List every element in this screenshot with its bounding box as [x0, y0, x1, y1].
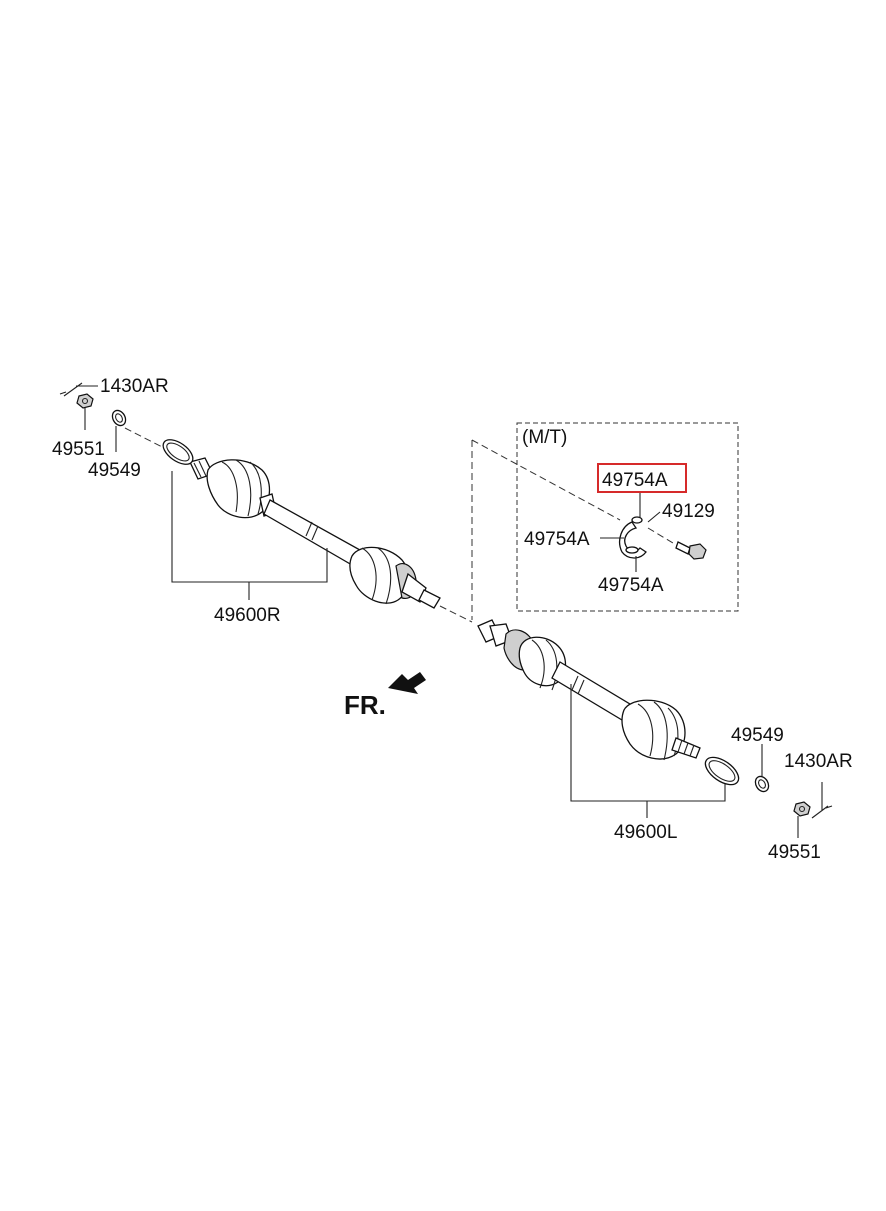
front-label: FR. [344, 690, 386, 720]
pin-1430AR-bottom[interactable] [811, 782, 833, 819]
drive-shaft-left[interactable] [477, 619, 743, 790]
label-49551-bottom: 49551 [768, 842, 821, 863]
label-1430AR-top: 1430AR [100, 376, 169, 397]
nut-49551-bottom[interactable] [793, 801, 811, 838]
label-49129: 49129 [662, 501, 715, 522]
label-49549-bottom: 49549 [731, 725, 784, 746]
label-49754A-left: 49754A [524, 529, 590, 550]
mt-bolt-49129[interactable] [647, 527, 707, 560]
nut-49551-top[interactable] [76, 393, 94, 430]
highlight-box [597, 463, 687, 493]
drive-shaft-right[interactable] [124, 427, 441, 609]
mt-group-box [516, 422, 739, 612]
label-49551-top: 49551 [52, 439, 105, 460]
washer-49549-top[interactable] [110, 408, 128, 452]
label-49600R: 49600R [214, 605, 281, 626]
pin-1430AR-top[interactable] [59, 382, 98, 397]
label-1430AR-bottom: 1430AR [784, 751, 853, 772]
front-arrow-icon [388, 672, 426, 694]
mt-group-label: (M/T) [522, 427, 567, 448]
washer-49549-bottom[interactable] [753, 744, 771, 794]
mt-bracket-49754A[interactable] [618, 516, 647, 559]
label-49754A-highlighted: 49754A [602, 470, 668, 491]
label-49754A-bottom: 49754A [598, 575, 664, 596]
label-49600L: 49600L [614, 822, 677, 843]
label-49549-top: 49549 [88, 460, 141, 481]
